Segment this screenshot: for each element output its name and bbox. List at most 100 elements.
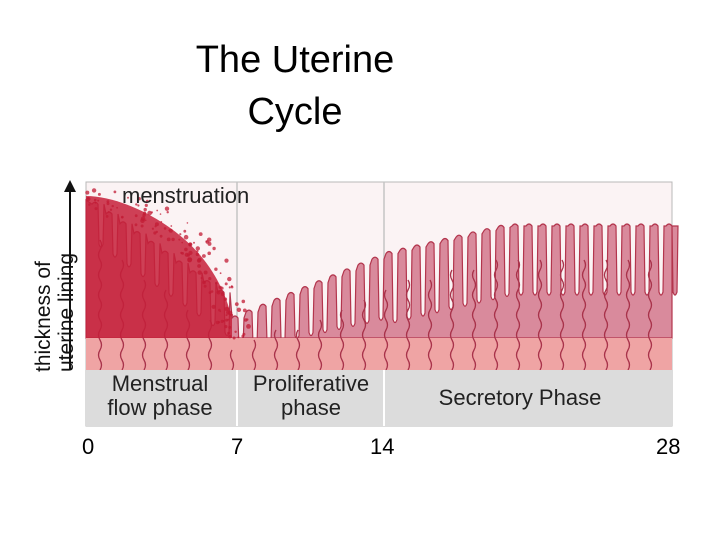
blood-speckle (135, 203, 138, 206)
spiral-artery (449, 269, 455, 371)
blood-speckle (208, 277, 212, 281)
blood-speckle (134, 223, 138, 227)
day-tick-0: 0 (82, 434, 95, 459)
blood-speckle (106, 200, 110, 203)
blood-speckle (207, 251, 211, 256)
blood-speckle (164, 206, 170, 211)
blood-speckle (224, 282, 228, 286)
phase-label-proliferative: Proliferative phase (252, 371, 370, 420)
blood-speckle (140, 224, 144, 228)
blood-speckle (183, 229, 187, 233)
blood-speckle (221, 291, 224, 294)
blood-speckle (137, 197, 141, 201)
blood-speckle (137, 204, 140, 207)
blood-speckle (197, 257, 202, 262)
slide-title: The Uterine Cycle (130, 34, 460, 138)
blood-speckle (215, 281, 218, 285)
spiral-artery (581, 259, 587, 371)
blood-speckle (188, 242, 192, 246)
blood-speckle (203, 284, 207, 288)
blood-speckle (205, 240, 208, 243)
spiral-artery (273, 329, 279, 371)
basal-layer (86, 338, 672, 370)
spiral-artery (383, 289, 389, 371)
blood-speckle (232, 336, 236, 340)
blood-speckle (222, 320, 225, 322)
blood-speckle (179, 233, 182, 236)
spiral-artery (603, 259, 609, 371)
blood-speckle (203, 270, 208, 275)
spiral-artery (295, 329, 301, 371)
blood-speckle (195, 252, 200, 257)
blood-speckle (166, 237, 171, 242)
blood-speckle (242, 332, 246, 336)
blood-speckle (94, 207, 98, 211)
blood-speckle (160, 221, 163, 223)
blood-speckle (219, 272, 222, 275)
blood-speckle (145, 199, 149, 203)
spiral-artery (339, 309, 345, 371)
phase-band (86, 370, 672, 426)
blood-speckle (212, 246, 216, 251)
blood-speckle (166, 211, 169, 214)
blood-speckle (227, 331, 231, 335)
blood-speckle (156, 209, 159, 212)
blood-speckle (94, 201, 97, 204)
spiral-artery (317, 319, 323, 371)
blood-speckle (214, 267, 218, 271)
blood-speckle (230, 285, 234, 289)
blood-speckle (228, 334, 232, 339)
blood-speckles (85, 188, 251, 340)
shedding-lining (86, 196, 232, 338)
blood-speckle (193, 241, 195, 244)
spiral-artery (515, 259, 521, 371)
blood-speckle (224, 325, 228, 329)
y-axis-label: thickness of uterine lining (32, 252, 78, 372)
blood-speckle (108, 211, 110, 213)
blood-speckle (97, 199, 100, 202)
blood-speckle (196, 250, 199, 253)
blood-speckle (236, 307, 242, 312)
blood-speckle (116, 206, 118, 209)
blood-speckle (234, 302, 239, 306)
blood-speckle (140, 216, 146, 221)
blood-speckle (246, 318, 249, 321)
blood-speckle (234, 330, 237, 333)
blood-speckle (184, 247, 188, 252)
blood-speckle (87, 197, 90, 200)
phase-label-secretory: Secretory Phase (438, 385, 602, 410)
blood-speckle (134, 214, 138, 218)
blood-speckle (183, 234, 189, 240)
blood-speckle (168, 229, 171, 232)
day-tick-7: 7 (231, 434, 244, 459)
blood-speckle (144, 219, 147, 222)
blood-speckle (207, 237, 212, 242)
blood-speckle (97, 192, 101, 196)
blood-speckle (242, 308, 247, 313)
blood-speckle (218, 285, 222, 289)
blood-speckle (228, 286, 231, 289)
blood-speckle (151, 227, 154, 230)
blood-speckle (155, 230, 158, 234)
blood-speckle (181, 241, 183, 244)
blood-speckle (197, 264, 202, 268)
title-line-2: Cycle (247, 91, 343, 133)
blood-speckle (198, 232, 203, 237)
blood-speckle (216, 290, 221, 295)
blood-speckle (85, 190, 90, 195)
blood-speckle (181, 252, 185, 255)
spiral-artery (625, 259, 631, 371)
blood-speckle (170, 225, 173, 227)
spiral-artery (229, 349, 235, 371)
blood-speckle (224, 258, 229, 263)
blood-speckle (163, 227, 167, 230)
blood-speckle (195, 246, 200, 251)
blood-speckle (200, 277, 203, 279)
blood-speckle (228, 325, 232, 329)
blood-speckle (227, 318, 230, 321)
blood-speckle (202, 254, 206, 258)
title-line-1: The Uterine (195, 39, 395, 81)
blood-speckle (109, 208, 113, 211)
blood-speckle (91, 188, 97, 193)
